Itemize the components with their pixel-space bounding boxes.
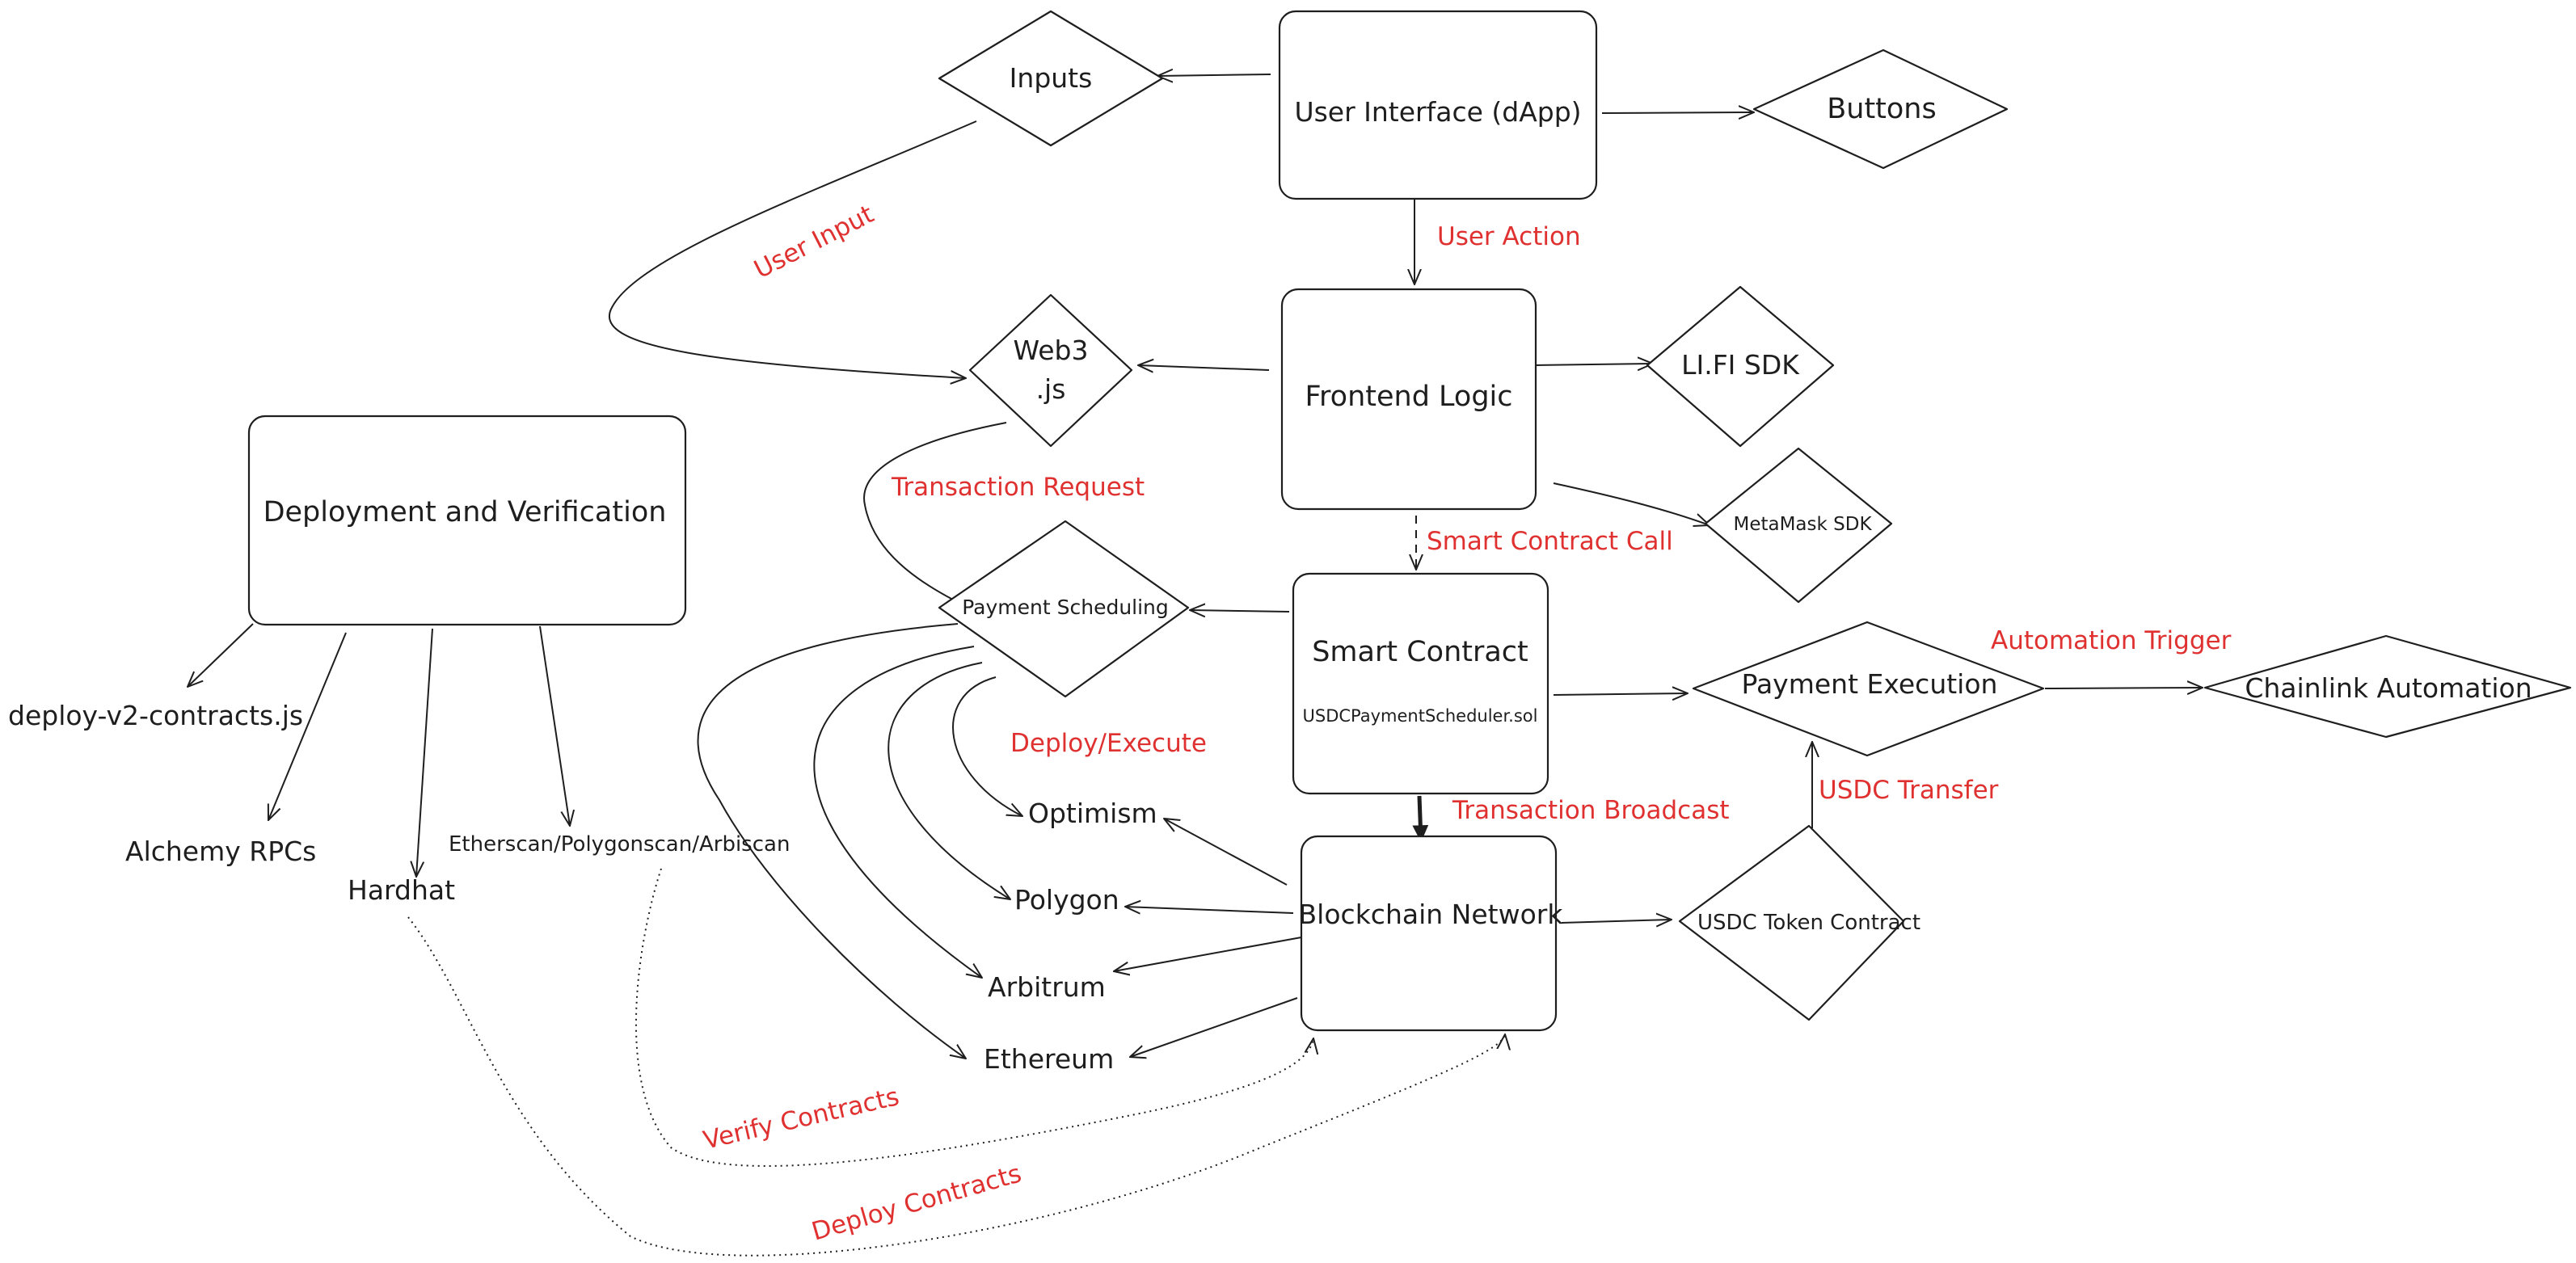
node-deployment-verification[interactable]: Deployment and Verification	[247, 415, 687, 626]
edge-inputs-to-web3	[608, 120, 977, 378]
alchemy-rpcs-label[interactable]: Alchemy RPCs	[125, 836, 316, 867]
lifi-sdk-label: LI.FI SDK	[1681, 349, 1800, 381]
edge-label-deploy-contracts: Deploy Contracts	[808, 1159, 1024, 1246]
edge-label-transaction-request: Transaction Request	[891, 473, 1145, 502]
node-frontend-logic[interactable]: Frontend Logic	[1280, 288, 1537, 511]
blockchain-network-label: Blockchain Network	[1299, 899, 1564, 930]
deploy-script-label[interactable]: deploy-v2-contracts.js	[8, 700, 303, 731]
edge-deploy-to-hardhat	[416, 628, 433, 877]
smart-contract-box	[1292, 572, 1549, 795]
node-payment-execution[interactable]: Payment Execution	[1692, 621, 2045, 757]
edge-label-verify-contracts: Verify Contracts	[701, 1082, 902, 1156]
edge-contract-to-execution	[1553, 693, 1688, 695]
chainlink-automation-diamond	[2203, 634, 2572, 739]
arbitrum-label[interactable]: Arbitrum	[988, 971, 1106, 1003]
metamask-sdk-diamond	[1704, 447, 1893, 604]
buttons-label: Buttons	[1827, 93, 1936, 125]
edge-deploy-to-explorers	[539, 625, 570, 826]
inputs-label: Inputs	[1010, 62, 1093, 94]
inputs-diamond	[938, 10, 1164, 147]
blockchain-network-box	[1300, 835, 1558, 1032]
buttons-diamond	[1752, 48, 2009, 170]
edge-label-user-action: User Action	[1437, 222, 1581, 251]
edge-blockchain-to-polygon	[1125, 907, 1294, 913]
edge-frontend-to-web3	[1138, 365, 1270, 370]
edge-ui-to-inputs	[1157, 74, 1271, 76]
nodes: User Interface (dApp) Inputs Buttons Fro…	[8, 10, 2572, 1075]
node-metamask-sdk[interactable]: MetaMask SDK	[1704, 447, 1893, 604]
smart-contract-file-label: USDCPaymentScheduler.sol	[1303, 706, 1538, 726]
edge-contract-to-scheduling	[1190, 610, 1290, 612]
edge-label-automation-trigger: Automation Trigger	[1991, 626, 2232, 655]
edge-frontend-to-lifi	[1535, 364, 1653, 365]
node-chainlink-automation[interactable]: Chainlink Automation	[2203, 634, 2572, 739]
edge-contract-to-blockchain	[1412, 795, 1429, 843]
payment-execution-label: Payment Execution	[1742, 668, 1998, 700]
web3js-label-line1: Web3	[1014, 335, 1089, 366]
node-smart-contract[interactable]: Smart Contract USDCPaymentScheduler.sol	[1292, 572, 1549, 795]
edge-label-smart-contract-call: Smart Contract Call	[1427, 527, 1673, 556]
web3js-label-line2: .js	[1036, 373, 1066, 405]
node-inputs[interactable]: Inputs	[938, 10, 1164, 147]
edge-scheduling-to-arbitrum	[813, 646, 982, 978]
node-lifi-sdk[interactable]: LI.FI SDK	[1646, 285, 1835, 448]
node-blockchain-network[interactable]: Blockchain Network	[1299, 835, 1564, 1032]
hardhat-label[interactable]: Hardhat	[348, 874, 455, 906]
web3js-diamond	[968, 293, 1133, 448]
edge-scheduling-to-polygon	[887, 662, 1010, 899]
explorers-label[interactable]: Etherscan/Polygonscan/Arbiscan	[449, 832, 790, 857]
edge-label-user-input: User Input	[749, 200, 879, 284]
optimism-label[interactable]: Optimism	[1028, 798, 1157, 829]
edge-blockchain-to-ethereum	[1130, 997, 1298, 1057]
payment-scheduling-diamond	[938, 520, 1190, 698]
edge-scheduling-to-ethereum	[697, 623, 966, 1059]
lifi-sdk-diamond	[1646, 285, 1835, 448]
edge-deploy-to-script	[188, 623, 254, 687]
chainlink-automation-label: Chainlink Automation	[2245, 672, 2532, 704]
edge-label-usdc-transfer: USDC Transfer	[1819, 776, 1999, 805]
deployment-verification-box	[247, 415, 687, 626]
edge-ui-to-buttons	[1601, 112, 1754, 113]
node-payment-scheduling[interactable]: Payment Scheduling	[938, 520, 1190, 698]
frontend-logic-label: Frontend Logic	[1305, 381, 1512, 413]
metamask-sdk-label: MetaMask SDK	[1733, 514, 1872, 535]
usdc-token-contract-diamond	[1678, 824, 1905, 1021]
edge-deploy-to-alchemy	[268, 632, 347, 820]
edge-blockchain-to-optimism	[1164, 819, 1288, 886]
edge-scheduling-to-optimism	[952, 676, 1022, 816]
smart-contract-label: Smart Contract	[1312, 636, 1528, 668]
polygon-label[interactable]: Polygon	[1014, 884, 1119, 916]
node-buttons[interactable]: Buttons	[1752, 48, 2009, 170]
deployment-verification-label: Deployment and Verification	[264, 496, 667, 528]
edge-frontend-to-metamask	[1553, 482, 1710, 525]
edges	[188, 74, 2203, 1257]
payment-execution-diamond	[1692, 621, 2045, 757]
edge-web3-to-scheduling	[863, 422, 1007, 610]
edge-blockchain-to-arbitrum	[1114, 937, 1302, 971]
node-web3js[interactable]: Web3 .js	[968, 293, 1133, 448]
frontend-logic-box	[1280, 288, 1537, 511]
edge-blockchain-to-usdc	[1561, 920, 1672, 923]
edge-label-deploy-execute: Deploy/Execute	[1010, 729, 1207, 758]
user-interface-box	[1278, 10, 1598, 200]
edge-label-transaction-broadcast: Transaction Broadcast	[1452, 796, 1730, 825]
user-interface-label: User Interface (dApp)	[1294, 96, 1581, 128]
ethereum-label[interactable]: Ethereum	[984, 1043, 1114, 1075]
payment-scheduling-label: Payment Scheduling	[962, 596, 1169, 619]
usdc-token-contract-label: USDC Token Contract	[1697, 911, 1920, 935]
node-user-interface[interactable]: User Interface (dApp)	[1278, 10, 1598, 200]
node-usdc-token-contract[interactable]: USDC Token Contract	[1678, 824, 1920, 1021]
